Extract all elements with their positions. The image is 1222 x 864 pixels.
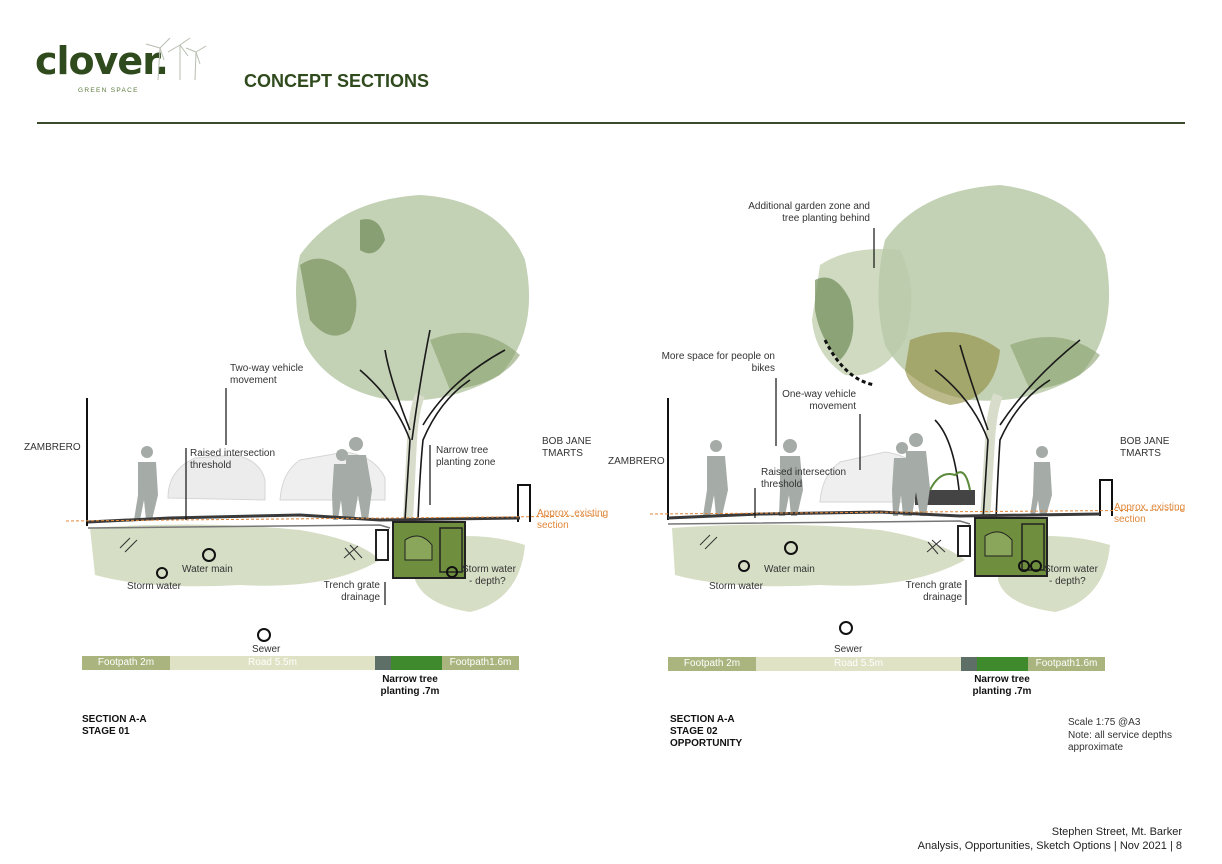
s2-caption-2: STAGE 02 <box>670 726 718 737</box>
s2-caption-1: SECTION A-A <box>670 714 735 725</box>
service-depth-note-2: approximate <box>1068 742 1124 753</box>
s1-raised-label-1: Raised intersection <box>190 448 276 459</box>
s2-road-segment: Road 5.5m <box>756 657 961 671</box>
page-title: CONCEPT SECTIONS <box>244 71 430 91</box>
s2-planting-segment <box>977 657 1028 671</box>
s2-storm-depth-label-2: - depth? <box>1049 576 1086 587</box>
s2-one-way-label-1: One-way vehicle <box>782 389 856 400</box>
s1-trench-label-2: drainage <box>341 592 380 603</box>
s1-caption-2: STAGE 01 <box>82 726 130 737</box>
s2-kerb-segment <box>961 657 977 671</box>
footer-location: Stephen Street, Mt. Barker <box>1051 826 1182 838</box>
s1-sewer-label: Sewer <box>252 644 281 655</box>
s2-zambrero-label: ZAMBRERO <box>608 456 665 467</box>
s2-bobjane-label-2: TMARTS <box>1120 448 1161 459</box>
s1-storm-depth-label-2: - depth? <box>469 576 506 587</box>
s2-bobjane-label-1: BOB JANE <box>1120 436 1170 447</box>
s2-trench-label-2: drainage <box>923 592 962 603</box>
s1-water-main-label: Water main <box>182 564 233 575</box>
s2-garden-label-1: Additional garden zone and <box>748 201 870 212</box>
s2-water-main-label: Water main <box>764 564 815 575</box>
s1-raised-label-2: threshold <box>190 460 232 471</box>
s2-approx-label-1: Approx. existing <box>1114 502 1186 513</box>
s2-raised-label-1: Raised intersection <box>761 467 847 478</box>
s1-bobjane-label-1: BOB JANE <box>542 436 592 447</box>
logo-subtitle: GREEN SPACE <box>78 87 139 94</box>
s1-two-way-label-2: movement <box>230 375 277 386</box>
s1-narrow-zone-label-2: planting zone <box>436 457 496 468</box>
s1-storm-water-label: Storm water <box>127 581 181 592</box>
s2-caption-3: OPPORTUNITY <box>670 738 743 749</box>
s1-planting-segment <box>391 656 442 670</box>
footer-document-info: Analysis, Opportunities, Sketch Options … <box>917 840 1182 852</box>
s2-trench-label-1: Trench grate <box>905 580 962 591</box>
s1-footpath-left-segment: Footpath 2m <box>82 656 170 670</box>
service-depth-note-1: Note: all service depths <box>1068 730 1172 741</box>
s2-storm-water-label: Storm water <box>709 581 763 592</box>
s2-planting-label-1: Narrow tree <box>974 674 1030 685</box>
s2-approx-label-2: section <box>1114 514 1146 525</box>
s2-footpath-right-segment: Footpath1.6m <box>1028 657 1105 671</box>
s2-bikes-label-1: More space for people on <box>661 351 775 362</box>
s2-footpath-left-segment: Footpath 2m <box>668 657 756 671</box>
s1-approx-label-1: Approx. existing <box>537 508 609 519</box>
header-divider <box>37 122 1185 124</box>
s1-caption-1: SECTION A-A <box>82 714 147 725</box>
s1-trench-label-1: Trench grate <box>323 580 380 591</box>
s2-sewer-label: Sewer <box>834 644 863 655</box>
section2-illustration <box>649 185 1186 635</box>
s1-footpath-right-segment: Footpath1.6m <box>442 656 519 670</box>
s1-two-way-label-1: Two-way vehicle <box>230 363 304 374</box>
s1-approx-label-2: section <box>537 520 569 531</box>
s2-bikes-label-2: bikes <box>751 363 775 374</box>
s1-planting-label-1: Narrow tree <box>382 674 438 685</box>
s2-planting-label-2: planting .7m <box>972 686 1032 697</box>
s1-zambrero-label: ZAMBRERO <box>24 442 81 453</box>
s1-storm-depth-label-1: Storm water <box>462 564 516 575</box>
s2-storm-depth-label-1: Storm water <box>1044 564 1098 575</box>
section1-illustration <box>65 195 606 642</box>
scale-note: Scale 1:75 @A3 <box>1068 717 1141 728</box>
s1-narrow-zone-label-1: Narrow tree <box>436 445 489 456</box>
s2-garden-label-2: tree planting behind <box>782 213 870 224</box>
s1-bobjane-label-2: TMARTS <box>542 448 583 459</box>
s2-one-way-label-2: movement <box>809 401 856 412</box>
s1-road-segment: Road 5.5m <box>170 656 375 670</box>
s2-raised-label-2: threshold <box>761 479 803 490</box>
s1-planting-label-2: planting .7m <box>380 686 440 697</box>
s1-kerb-segment <box>375 656 391 670</box>
